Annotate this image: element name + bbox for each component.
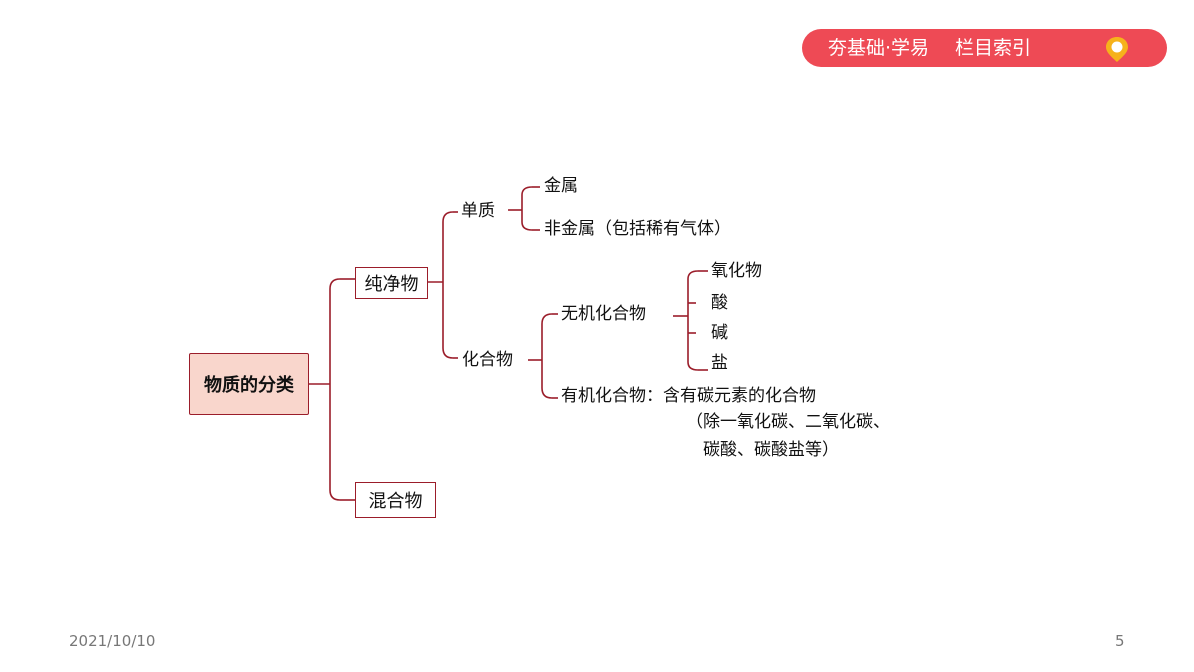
organic-note-line-1: （除一氧化碳、二氧化碳、 (686, 412, 890, 432)
nonmetal-label: 非金属（包括稀有气体） (544, 219, 731, 239)
acid-label: 酸 (711, 293, 728, 313)
element-label: 单质 (461, 201, 495, 221)
banner-left-label[interactable]: 夯基础·学易 (828, 37, 930, 59)
mixture-label: 混合物 (368, 491, 423, 512)
footer-date: 2021/10/10 (69, 632, 156, 650)
compound-label: 化合物 (462, 350, 513, 370)
organic-note-line-2: 碳酸、碳酸盐等） (703, 440, 839, 460)
page-number: 5 (1115, 632, 1125, 650)
root-label: 物质的分类 (204, 375, 294, 396)
root-node: 物质的分类 (189, 353, 309, 415)
section-nav-banner[interactable]: 夯基础·学易 栏目索引 (802, 29, 1167, 67)
pure-substance-label: 纯净物 (364, 274, 419, 295)
metal-label: 金属 (544, 176, 578, 196)
inorganic-label: 无机化合物 (561, 304, 646, 324)
base-label: 碱 (711, 323, 728, 343)
banner-index-label[interactable]: 栏目索引 (955, 37, 1032, 59)
salt-label: 盐 (711, 353, 728, 373)
location-pin-icon[interactable] (1102, 34, 1132, 64)
pure-substance-node: 纯净物 (355, 267, 428, 299)
mixture-node: 混合物 (355, 482, 436, 518)
organic-label: 有机化合物：含有碳元素的化合物 (561, 386, 816, 406)
oxide-label: 氧化物 (711, 261, 762, 281)
